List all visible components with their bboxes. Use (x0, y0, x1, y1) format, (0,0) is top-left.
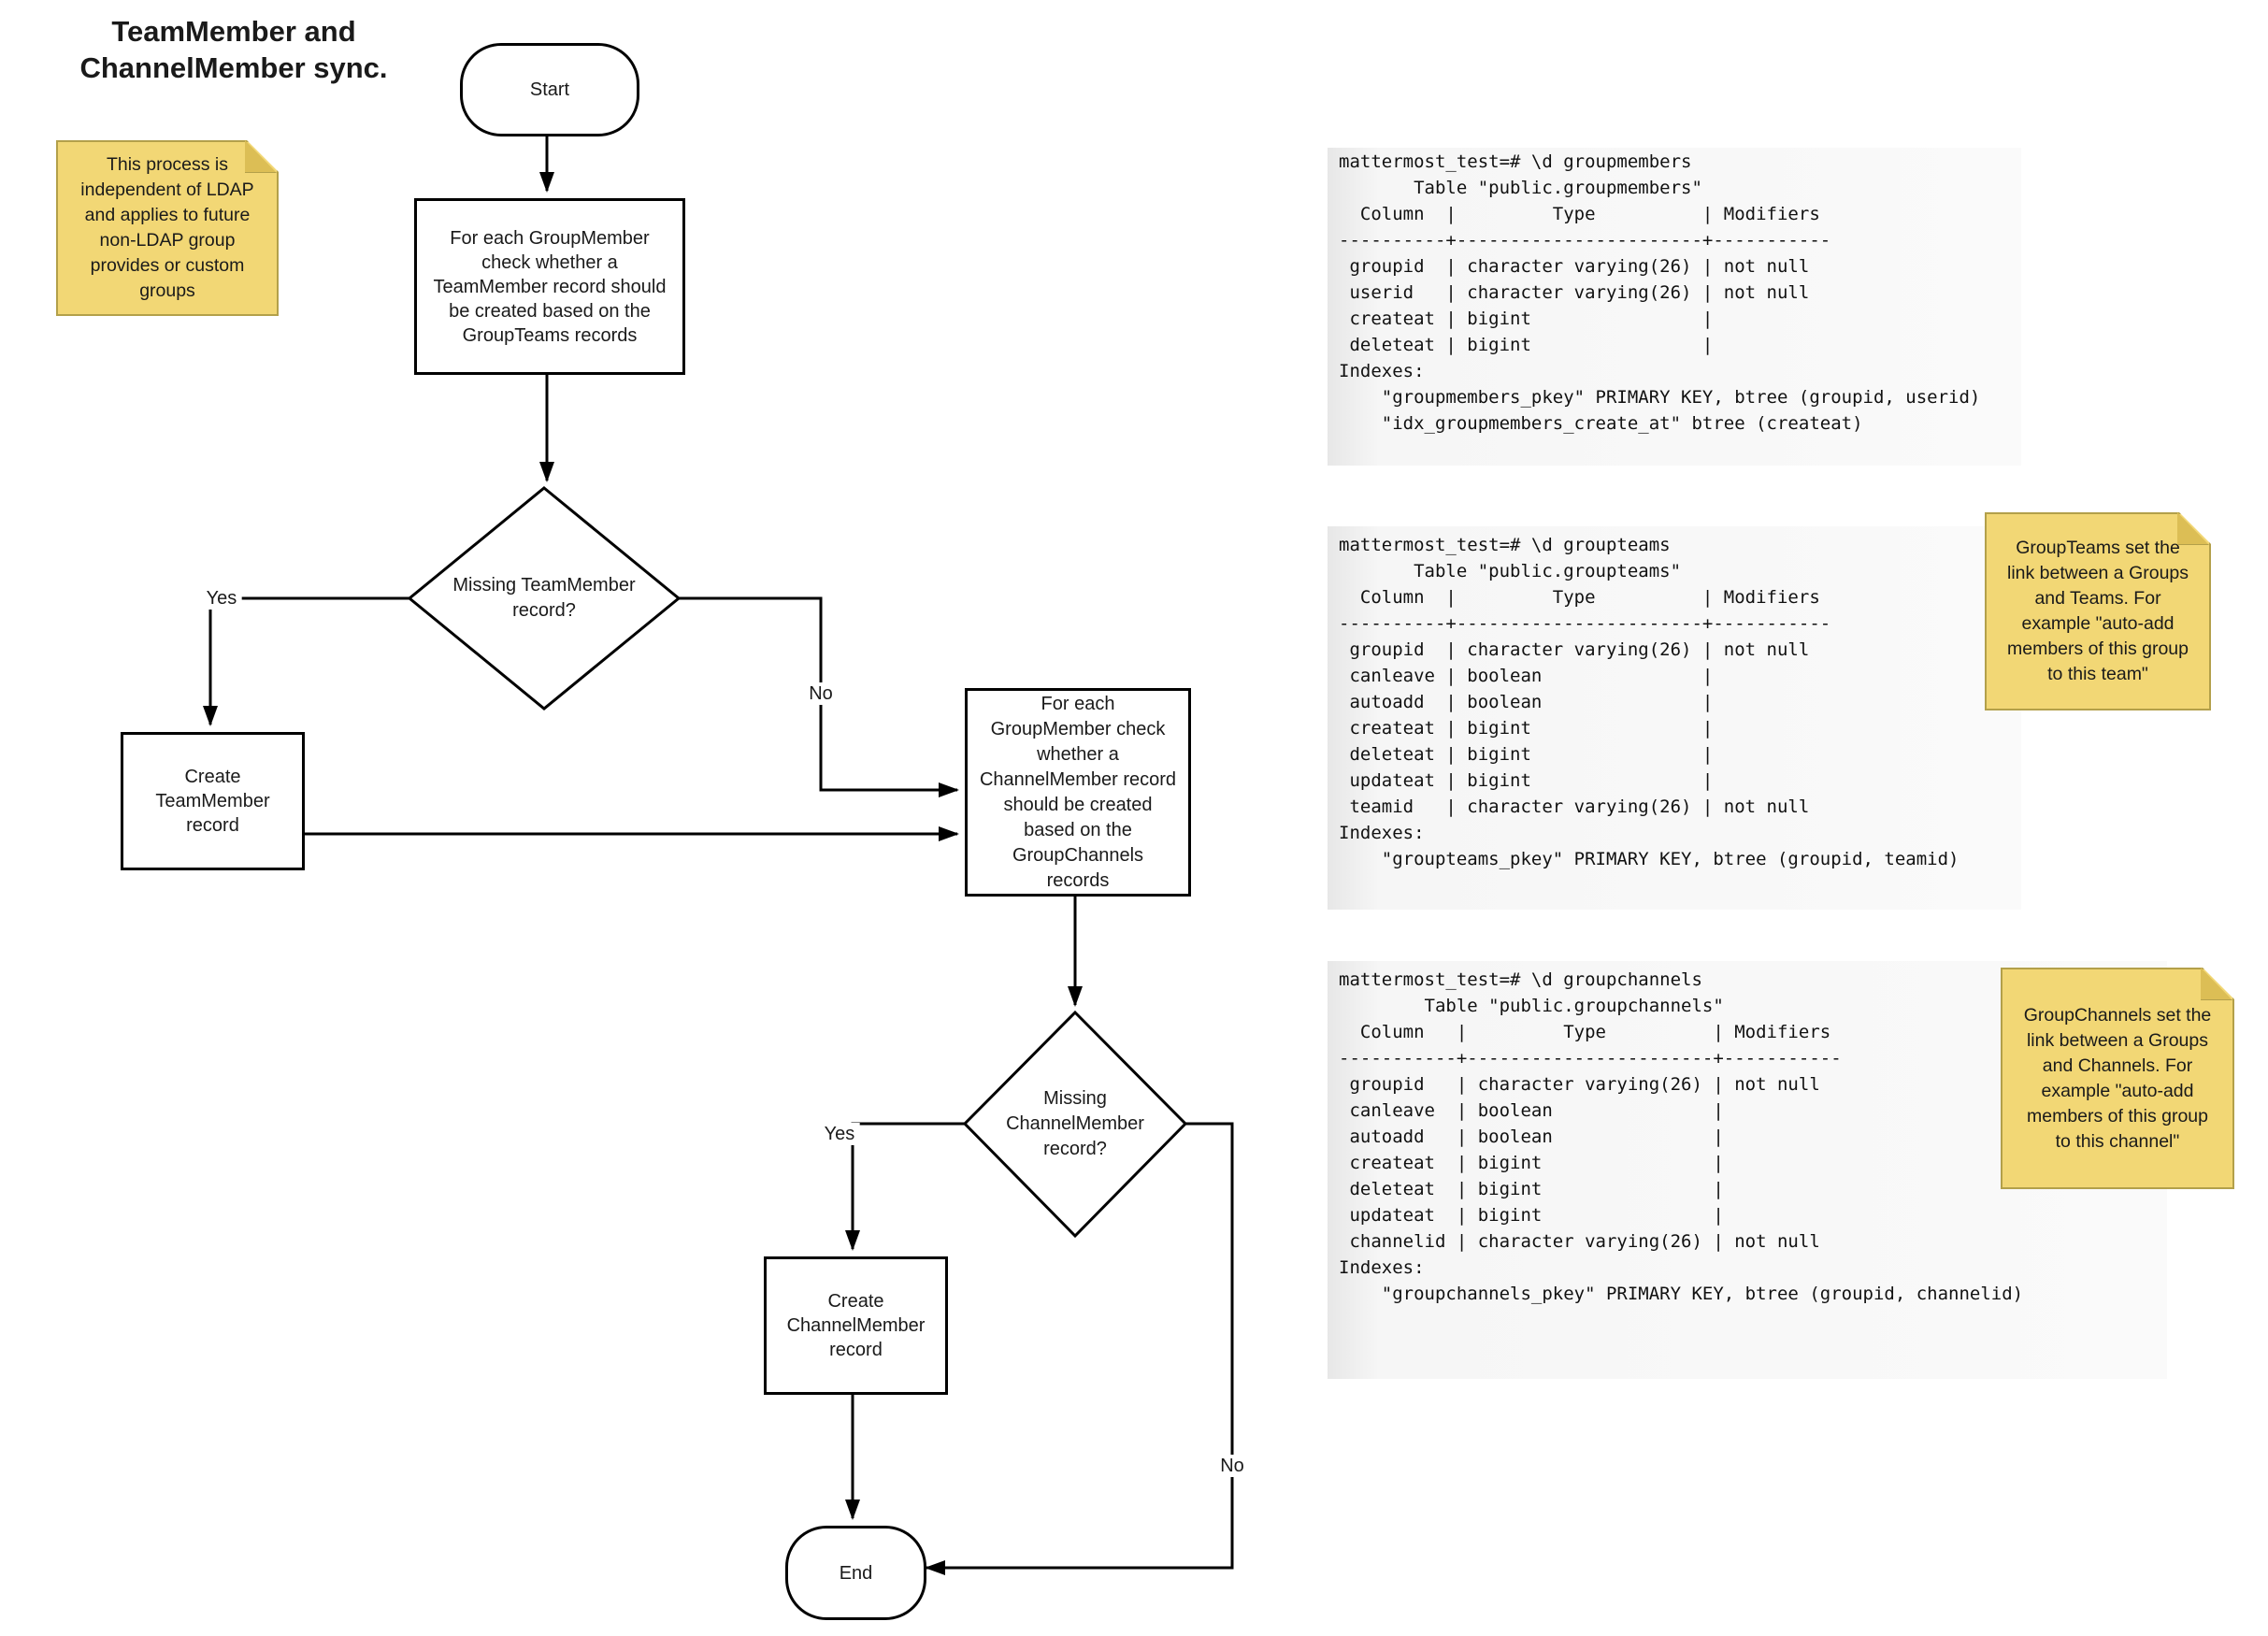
decision-channelmember-label: Missing ChannelMember record? (1006, 1087, 1144, 1159)
end-node: End (785, 1526, 926, 1620)
edge-label-no-2: No (1215, 1455, 1249, 1477)
sticky-note-groupteams: GroupTeams set the link between a Groups… (1985, 512, 2211, 710)
decision-teammember-label: Missing TeamMember record? (452, 575, 636, 621)
decision-teammember-diamond (407, 486, 682, 710)
edge-decision2-no (925, 1122, 1234, 1575)
start-node: Start (460, 43, 639, 136)
edge-decision2-yes (845, 1122, 965, 1251)
process-channelmember-node: For each GroupMember check whether a Cha… (965, 688, 1191, 897)
edge-label-yes-2: Yes (819, 1123, 860, 1145)
page-title: TeamMember and ChannelMember sync. (79, 15, 388, 84)
terminal-bg-groupmembers (1328, 148, 2021, 466)
create-teammember-node: Create TeamMember record (121, 732, 305, 870)
edge-label-yes-1: Yes (201, 587, 242, 610)
create-channelmember-node: Create ChannelMember record (764, 1256, 948, 1395)
terminal-groupchannels: mattermost_test=# \d groupchannels Table… (1339, 969, 2024, 1304)
decision-channelmember-diamond (962, 1010, 1188, 1239)
sticky-note-groupchannels: GroupChannels set the link between a Gro… (2001, 968, 2234, 1189)
terminal-groupmembers: mattermost_test=# \d groupmembers Table … (1339, 151, 1981, 434)
process-teammember-node: For each GroupMember check whether a Tea… (414, 198, 685, 375)
terminal-groupteams: mattermost_test=# \d groupteams Table "p… (1339, 535, 1959, 869)
sticky-note-ldap: This process is independent of LDAP and … (56, 140, 279, 316)
terminal-bg-groupteams (1328, 526, 2021, 910)
edge-label-no-1: No (804, 682, 838, 705)
